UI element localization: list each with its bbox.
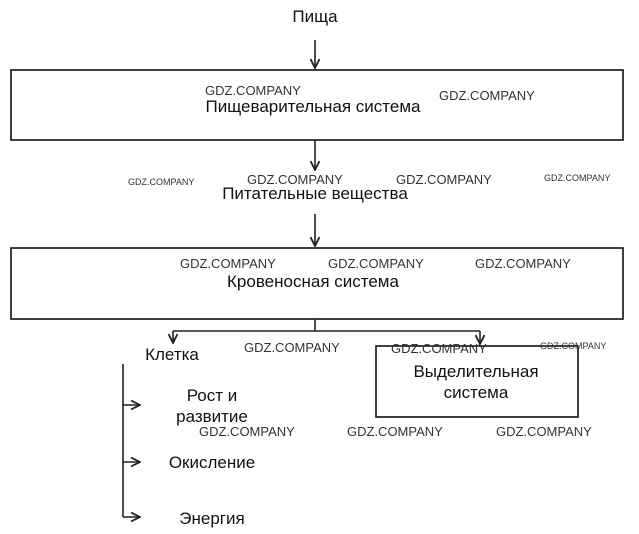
circulatory-system-box: [10, 247, 624, 320]
watermark: GDZ.COMPANY: [347, 424, 443, 439]
food-label: Пища: [292, 7, 338, 26]
watermark: GDZ.COMPANY: [180, 256, 276, 271]
cell-label: Клетка: [145, 345, 199, 364]
watermark: GDZ.COMPANY: [247, 172, 343, 187]
watermark: GDZ.COMPANY: [128, 177, 194, 187]
watermark: GDZ.COMPANY: [244, 340, 340, 355]
watermark: GDZ.COMPANY: [540, 341, 606, 351]
watermark: GDZ.COMPANY: [439, 88, 535, 103]
watermark: GDZ.COMPANY: [475, 256, 571, 271]
watermark: GDZ.COMPANY: [328, 256, 424, 271]
digestive-system-box: [10, 69, 624, 141]
watermark: GDZ.COMPANY: [396, 172, 492, 187]
watermark: GDZ.COMPANY: [199, 424, 295, 439]
watermark-layer: GDZ.COMPANY GDZ.COMPANY GDZ.COMPANY GDZ.…: [128, 83, 610, 439]
growth-label-line2: развитие: [176, 407, 248, 426]
oxidation-label: Окисление: [169, 453, 255, 472]
energy-label: Энергия: [179, 509, 244, 528]
watermark: GDZ.COMPANY: [544, 173, 610, 183]
digestive-system-label: Пищеварительная система: [206, 97, 421, 116]
excretory-system-label-line1: Выделительная: [413, 362, 538, 381]
nutrients-label: Питательные вещества: [222, 184, 408, 203]
excretory-system-box: [375, 345, 579, 418]
watermark: GDZ.COMPANY: [391, 341, 487, 356]
excretory-system-label-line2: система: [444, 383, 509, 402]
watermark: GDZ.COMPANY: [496, 424, 592, 439]
growth-label-line1: Рост и: [187, 386, 238, 405]
watermark: GDZ.COMPANY: [205, 83, 301, 98]
circulatory-system-label: Кровеносная система: [227, 272, 399, 291]
